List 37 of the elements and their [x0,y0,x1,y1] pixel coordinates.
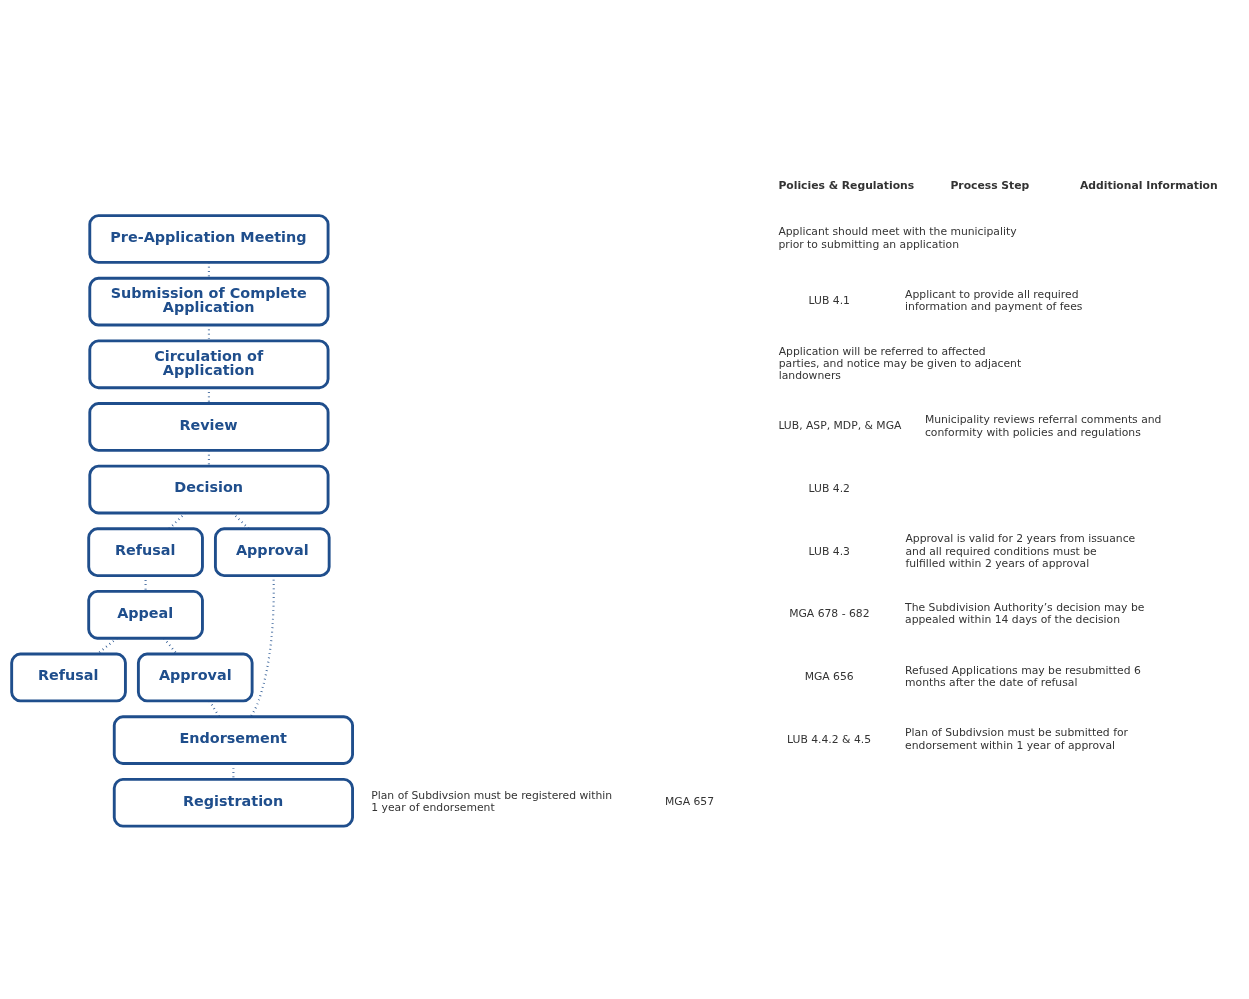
label: LUB, ASP, MDP, & MGA [778,418,902,432]
label: LUB 4.3 [808,544,850,558]
label: Additional Information [1080,178,1218,192]
label: MGA 656 [804,669,854,683]
label: Applicant to provide all required information and payment of fees [905,287,1083,313]
label: Applicant should meet with the municipality prior to submitting an application [778,224,1017,251]
label: The Subdivision Authority’s decision may be appealed within 14 days of the decision [905,600,1145,626]
connector [96,637,118,655]
node-box: Pre-Application Meeting [88,213,330,264]
label: MGA 678 - 682 [789,606,870,620]
node-box: Decision [88,464,330,514]
node-box: Approval [213,526,331,577]
node-box: Refusal [10,652,127,702]
node-box: Registration [112,777,354,828]
connector [208,699,221,717]
node-box: Approval [136,652,254,702]
connector [168,511,187,529]
node-box: Submission of Complete Application [88,276,330,326]
label: MGA 657 [665,794,715,808]
label: LUB 4.4.2 & 4.5 [787,732,872,746]
label: Application will be referred to affected parties, and notice may be given to adjacent landowners [778,344,1022,382]
label: Plan of Subdivsion must be submitted for endorsement within 1 year of approval [905,725,1128,752]
label: Process Step [950,178,1030,192]
connector [231,511,250,529]
label: Municipality reviews referral comments and conformity with policies and regulations [924,412,1162,439]
label: Refused Applications may be resubmitted 6 months after the date of refusal [905,663,1141,689]
label: Plan of Subdivsion must be registered within 1 year of endorsement [371,788,613,814]
node-box: Circulation of Application [88,338,330,389]
label: Policies & Regulations [778,178,915,192]
node-box: Review [88,401,330,452]
label: LUB 4.1 [808,293,850,307]
node-box: Refusal [87,526,204,577]
label: LUB 4.2 [808,481,850,495]
connector [163,637,178,655]
label: Approval is valid for 2 years from issuance and all required conditions must be fulfilled within 2 years of approval [905,531,1136,570]
node-box: Appeal [87,589,204,640]
node-box: Endorsement [112,714,354,765]
